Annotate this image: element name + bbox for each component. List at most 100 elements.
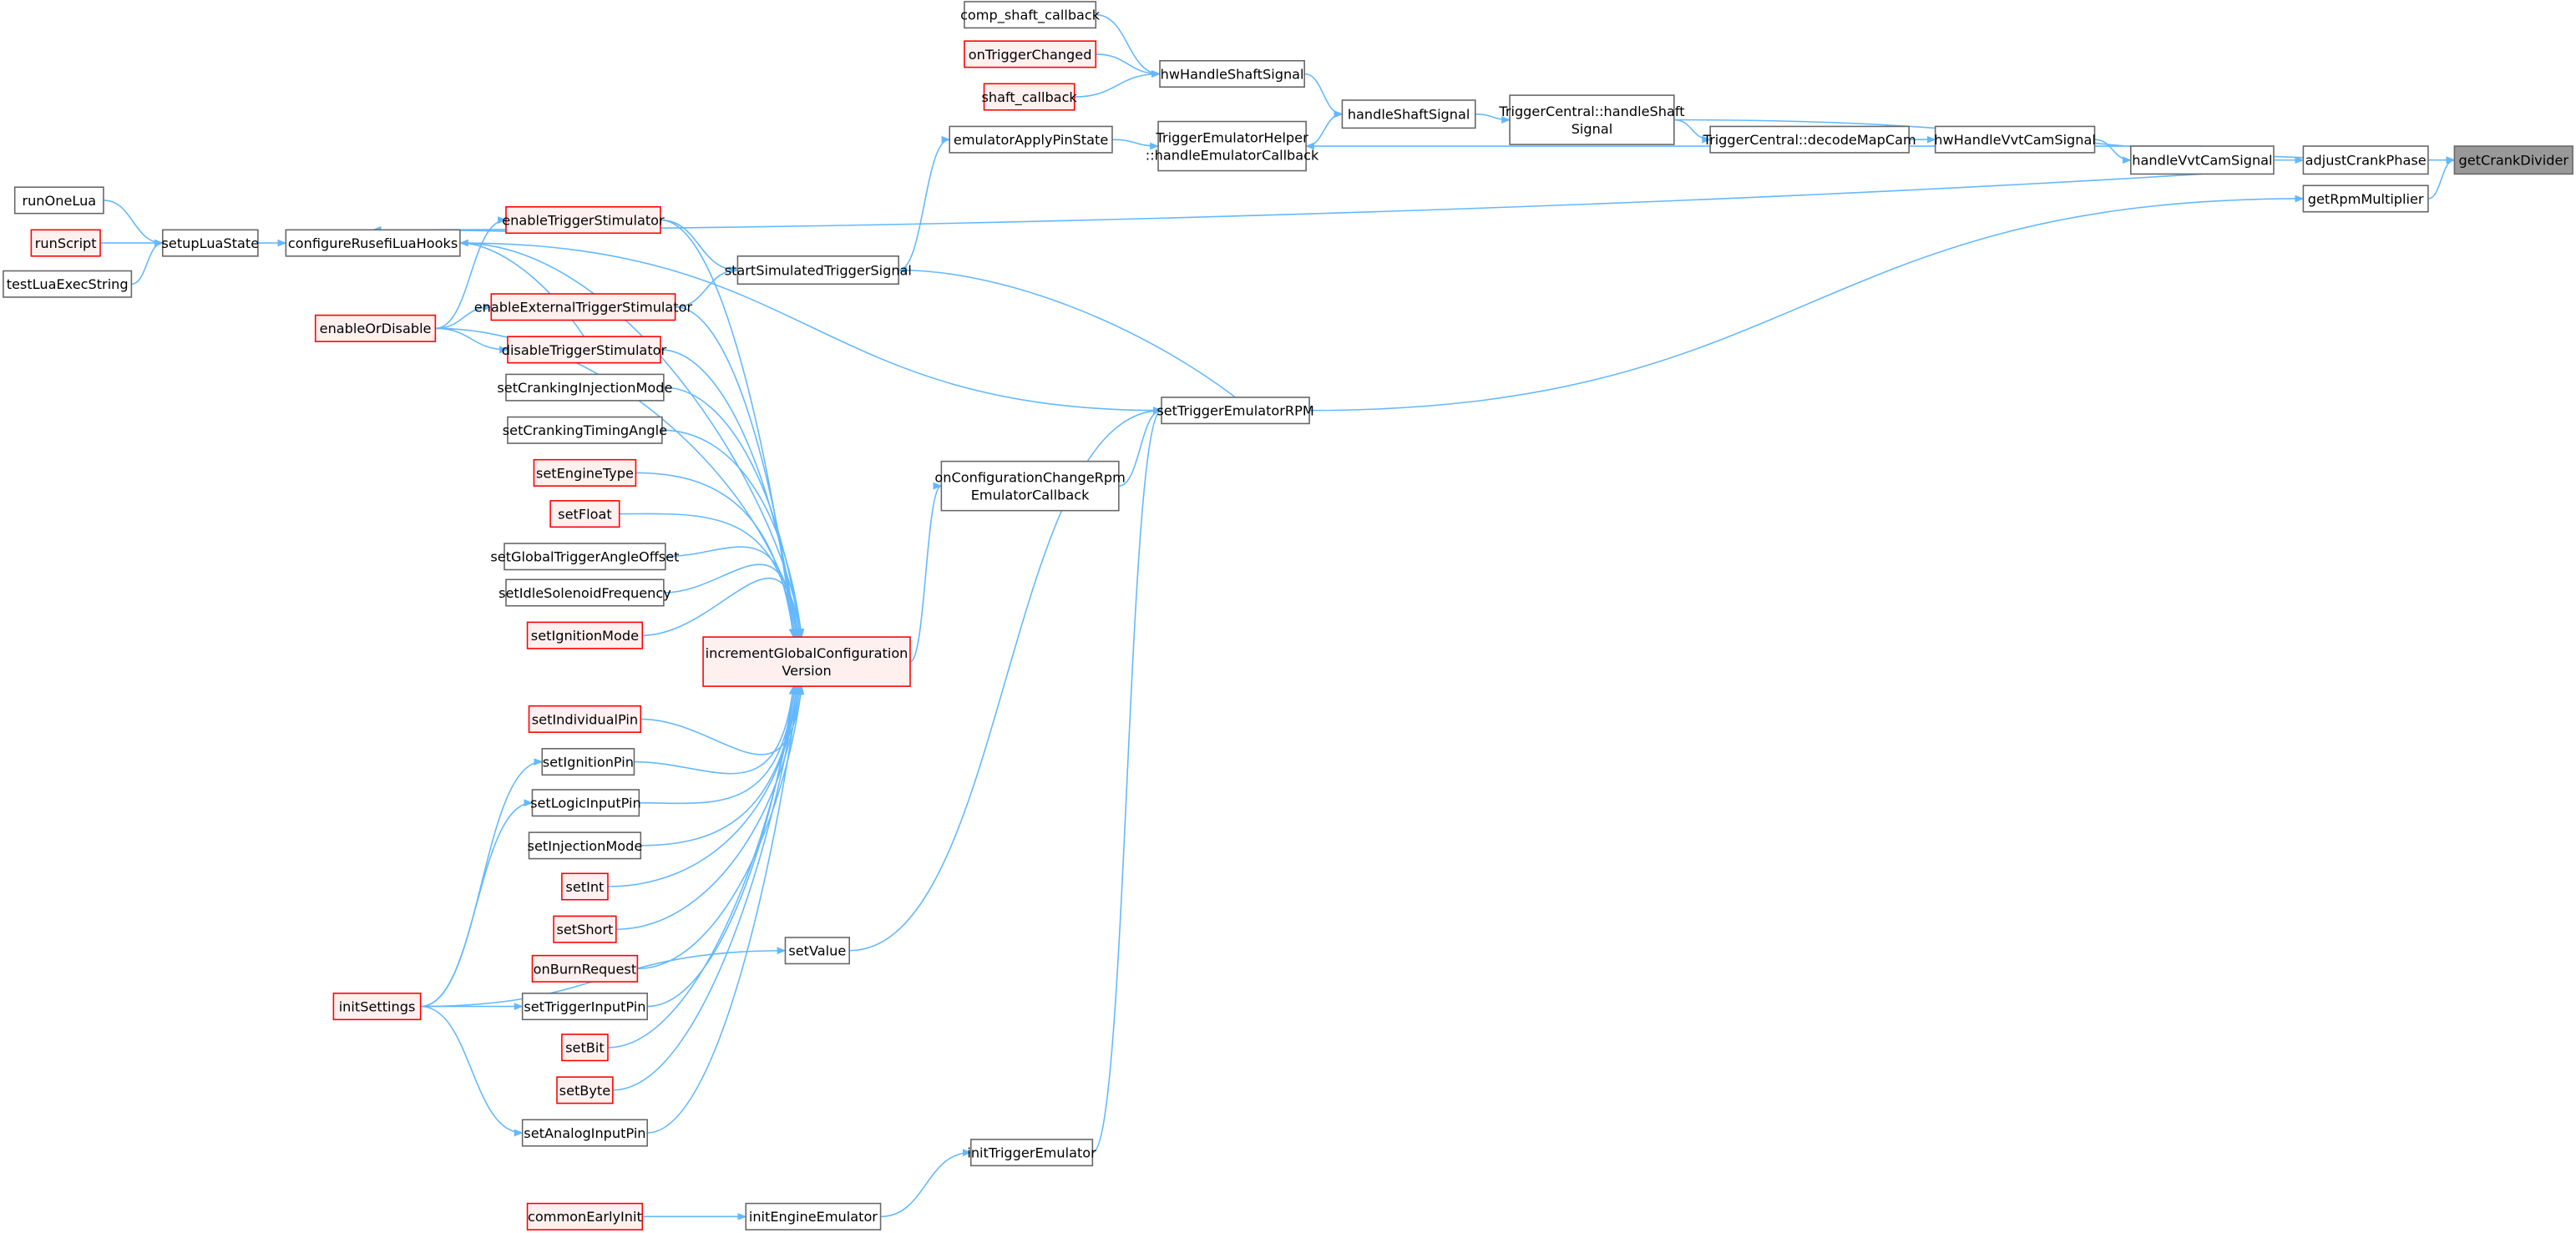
node-box: [285, 229, 461, 257]
edge-set-ignition-mode-to-increment-global: [642, 577, 803, 639]
edge-tc-handle-shaft-to-decode-map-cam: [1673, 119, 1712, 144]
node-set-analog-input-pin[interactable]: setAnalogInputPin: [521, 1119, 648, 1147]
node-te-helper[interactable]: TriggerEmulatorHelper::handleEmulatorCal…: [1146, 120, 1319, 172]
node-box: [332, 993, 422, 1021]
node-box: [964, 40, 1097, 68]
node-setup-lua-state[interactable]: setupLuaState: [162, 229, 260, 257]
node-box: [533, 458, 637, 487]
edge-on-burn-request-to-increment-global: [637, 685, 805, 970]
node-test-lua-exec-string[interactable]: testLuaExecString: [3, 270, 133, 298]
node-label: setTriggerEmulatorRPM: [1156, 403, 1313, 419]
node-label: hwHandleVvtCamSignal: [1934, 132, 2096, 148]
node-common-early-init[interactable]: commonEarlyInit: [526, 1202, 644, 1230]
node-box: [745, 1202, 882, 1230]
node-set-injection-mode[interactable]: setInjectionMode: [528, 831, 643, 860]
node-set-ignition-mode[interactable]: setIgnitionMode: [526, 621, 644, 649]
node-label: enableTriggerStimulator: [502, 212, 665, 228]
node-init-settings[interactable]: initSettings: [332, 993, 422, 1021]
node-box: [528, 831, 642, 860]
node-comp-shaft-callback[interactable]: comp_shaft_callback: [960, 1, 1101, 29]
node-set-value[interactable]: setValue: [784, 937, 850, 965]
node-set-trigger-input-pin[interactable]: setTriggerInputPin: [521, 993, 648, 1021]
node-get-crank-divider[interactable]: getCrankDivider: [2453, 145, 2573, 175]
node-set-global-trigger-angle-offset[interactable]: setGlobalTriggerAngleOffset: [490, 543, 679, 571]
nodes-layer: getCrankDivider adjustCrankPhase getRpmMul…: [3, 1, 2573, 1230]
node-set-float[interactable]: setFloat: [549, 500, 620, 528]
node-init-trigger-emulator[interactable]: initTriggerEmulator: [967, 1139, 1096, 1167]
node-label: commonEarlyInit: [528, 1209, 642, 1225]
edge-increment-global-to-on-config-change: [909, 482, 943, 663]
node-on-burn-request[interactable]: onBurnRequest: [531, 954, 639, 983]
edge-set-short-to-increment-global: [615, 685, 803, 930]
node-box: [504, 543, 666, 571]
node-set-byte[interactable]: setByte: [556, 1076, 614, 1104]
node-shaft-callback[interactable]: shaft_callback: [981, 83, 1077, 111]
node-decode-map-cam[interactable]: TriggerCentral::decodeMapCam: [1703, 125, 1916, 154]
node-label: handleShaftSignal: [1348, 107, 1470, 123]
node-set-ignition-pin[interactable]: setIgnitionPin: [541, 748, 635, 776]
edge-start-simulated-to-emulator-apply-pin-state: [898, 135, 951, 271]
node-box: [1161, 397, 1310, 425]
node-enable-trigger-stimulator[interactable]: enableTriggerStimulator: [502, 206, 665, 235]
node-set-trigger-emulator-rpm[interactable]: setTriggerEmulatorRPM: [1156, 397, 1314, 425]
node-on-trigger-changed[interactable]: onTriggerChanged: [964, 40, 1097, 68]
node-set-engine-type[interactable]: setEngineType: [533, 458, 637, 487]
node-label: emulatorApplyPinState: [954, 132, 1108, 148]
node-set-int[interactable]: setInt: [561, 872, 609, 901]
node-box: [983, 83, 1075, 111]
node-set-logic-input-pin[interactable]: setLogicInputPin: [530, 789, 641, 817]
node-label: setCrankingInjectionMode: [497, 380, 672, 396]
node-set-short[interactable]: setShort: [553, 915, 617, 943]
node-init-engine-emulator[interactable]: initEngineEmulator: [745, 1202, 882, 1230]
node-set-bit[interactable]: setBit: [561, 1033, 609, 1062]
node-label: runOneLua: [22, 193, 96, 209]
edge-set-injection-mode-to-increment-global: [640, 685, 800, 846]
node-box: [507, 416, 663, 444]
node-box: [1709, 125, 1910, 154]
edge-set-engine-type-to-increment-global: [635, 472, 797, 639]
node-box: [528, 705, 642, 733]
node-label: setIndividualPin: [532, 711, 638, 727]
node-label: enableExternalTriggerStimulator: [474, 300, 693, 316]
node-box: [736, 255, 899, 286]
node-handle-vvt-cam-signal[interactable]: handleVvtCamSignal: [2130, 145, 2275, 175]
node-label: setInjectionMode: [528, 838, 643, 854]
node-start-simulated[interactable]: startSimulatedTriggerSignal: [725, 255, 912, 286]
node-set-idle-solenoid-frequency[interactable]: setIdleSolenoidFrequency: [498, 579, 671, 607]
node-label: runScript: [35, 235, 97, 251]
node-hw-handle-vvt-cam-signal[interactable]: hwHandleVvtCamSignal: [1934, 125, 2096, 154]
node-box: [3, 270, 133, 298]
node-label: onBurnRequest: [534, 961, 636, 977]
node-get-rpm-multiplier[interactable]: getRpmMultiplier: [2302, 184, 2429, 213]
node-enable-or-disable[interactable]: enableOrDisable: [314, 314, 437, 342]
node-box: [507, 336, 661, 364]
node-box: [30, 229, 101, 257]
edge-set-individual-pin-to-increment-global: [640, 685, 805, 755]
node-run-one-lua[interactable]: runOneLua: [13, 186, 104, 215]
node-hw-handle-shaft-signal[interactable]: hwHandleShaftSignal: [1159, 59, 1305, 88]
node-label: testLuaExecString: [7, 276, 129, 292]
edge-disable-trigger-to-increment-global: [660, 349, 800, 639]
node-box: [561, 1033, 609, 1062]
edge-set-trigger-emulator-rpm-to-start-simulated: [898, 266, 1237, 398]
node-adjust-crank-phase[interactable]: adjustCrankPhase: [2302, 145, 2429, 175]
node-label: initEngineEmulator: [749, 1209, 878, 1225]
node-configure-rusefi[interactable]: configureRusefiLuaHooks: [285, 229, 461, 257]
node-label: setByte: [559, 1083, 611, 1099]
node-disable-trigger[interactable]: disableTriggerStimulator: [502, 336, 667, 364]
node-emulator-apply-pin-state[interactable]: emulatorApplyPinState: [949, 125, 1113, 154]
node-label: setInt: [565, 879, 604, 895]
node-set-cranking-timing-angle[interactable]: setCrankingTimingAngle: [503, 416, 667, 444]
node-handle-shaft-signal[interactable]: handleShaftSignal: [1341, 99, 1476, 129]
node-box: [949, 125, 1113, 154]
node-box: [553, 915, 617, 943]
node-enable-external[interactable]: enableExternalTriggerStimulator: [474, 293, 693, 321]
node-run-script[interactable]: runScript: [30, 229, 101, 257]
node-set-individual-pin[interactable]: setIndividualPin: [528, 705, 642, 733]
node-set-cranking-injection-mode[interactable]: setCrankingInjectionMode: [497, 373, 672, 402]
node-box: [505, 206, 661, 235]
node-tc-handle-shaft[interactable]: TriggerCentral::handleShaftSignal: [1498, 94, 1685, 145]
